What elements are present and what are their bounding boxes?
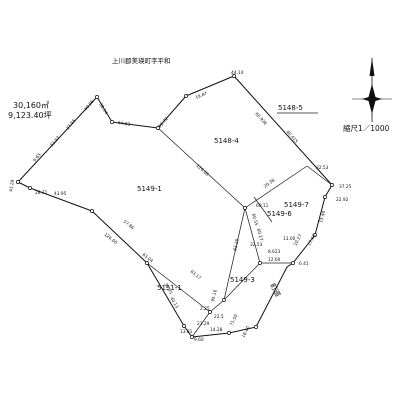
dim-label: 38.34: [97, 102, 109, 116]
dim-label: 40.415: [285, 129, 300, 144]
parcel-5149-3: 5149-3: [230, 276, 255, 284]
location-label: 上川郡美瑛町字平和: [112, 56, 171, 65]
dim-label: 8.623: [268, 249, 281, 255]
parcel-5149-7: 5149-7: [284, 201, 309, 209]
total-area-tsubo: 9,123.40坪: [8, 111, 52, 120]
dim-label: 18.40: [240, 325, 251, 339]
dim-label: 15.40: [318, 210, 327, 224]
dim-label: 71.50: [228, 313, 239, 327]
dim-label: 37.25: [339, 184, 352, 190]
boundary-vertices: [16, 74, 334, 339]
dim-label: 60.55: [250, 213, 259, 227]
dim-label: 22.92: [336, 197, 349, 203]
north-arrow-icon: [352, 58, 392, 122]
dim-label: 60.11: [256, 203, 269, 209]
dim-label: 13.00: [283, 236, 296, 242]
dim-label: 126.68: [195, 163, 210, 178]
dim-label: 2.25: [200, 306, 210, 312]
dim-label: 41.29: [8, 179, 16, 192]
dim-label: 17.46: [306, 233, 317, 247]
total-area-sqm: 30,160㎡: [13, 101, 49, 110]
dim-label: 62.25: [232, 238, 241, 252]
dim-label: 9.65: [32, 152, 43, 163]
dim-label: 44.14: [231, 70, 244, 76]
scale-label: 縮尺1／1000: [343, 123, 390, 133]
dim-label: 33.75: [162, 282, 173, 296]
parcel-5148-4: 5148-4: [214, 137, 239, 145]
dim-label: 60.27: [255, 228, 264, 242]
parcel-5148-5: 5148-5: [278, 104, 303, 112]
dim-label: 9.60: [194, 337, 204, 343]
dim-label: 95.16: [210, 289, 219, 303]
dim-label: 32.53: [316, 165, 329, 171]
dim-label: 57.86: [122, 219, 136, 231]
dim-label: 28.71: [35, 190, 48, 196]
dim-label: 54.63: [118, 120, 131, 128]
road-label: 町道: [268, 282, 283, 299]
dim-label: 19.87: [195, 91, 209, 101]
dim-label: 40.13: [168, 296, 179, 310]
dim-label: 21.29: [197, 321, 210, 327]
parcel-lines: [146, 112, 333, 338]
parcel-5149-1: 5149-1: [137, 185, 162, 193]
dim-label: 14.28: [210, 327, 223, 333]
dim-label: 10.27: [292, 233, 303, 247]
dim-label: 52.72: [157, 116, 170, 129]
dim-label: 12.60: [268, 257, 281, 263]
parcel-5151-1: 5151-1: [157, 284, 182, 292]
dim-label: 43.95: [54, 191, 67, 197]
dim-label: 22.5: [214, 314, 224, 320]
dim-label: 63.17: [189, 269, 203, 281]
dim-label: 13.81: [180, 329, 193, 335]
parcel-5149-6: 5149-6: [267, 210, 292, 218]
dim-label: 32.53: [250, 242, 263, 248]
dim-label: 60.936: [254, 111, 269, 126]
dim-label: 6.41: [299, 261, 309, 267]
